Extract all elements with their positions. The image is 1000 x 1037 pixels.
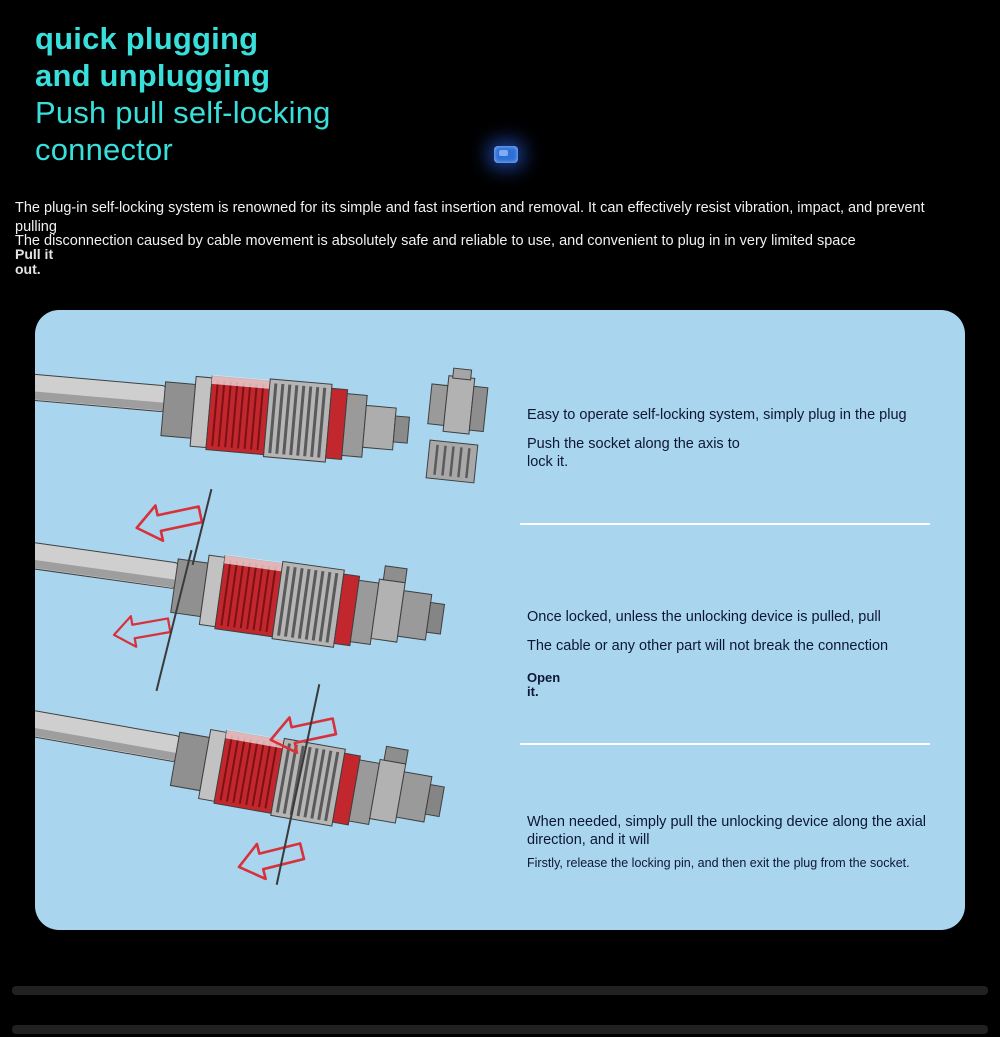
pull-arrow-icon: [263, 703, 343, 763]
page-title: quick plugging and unplugging Push pull …: [35, 20, 331, 168]
step-1-secondary: Push the socket along the axis to lock i…: [527, 436, 740, 470]
pull-arrow-icon: [231, 828, 312, 890]
pull-arrow-icon: [129, 491, 209, 551]
divider: [520, 743, 930, 745]
step-3-small: Firstly, release the locking pin, and th…: [527, 856, 910, 870]
pull-it-out-label: Pull it out.: [15, 246, 54, 277]
step-2-note: Open it.: [527, 670, 561, 699]
intro-paragraph-1: The plug-in self-locking system is renow…: [15, 199, 925, 235]
step-3-text: When needed, simply pull the unlocking d…: [527, 813, 965, 871]
title-line-4: connector: [35, 132, 173, 167]
divider: [12, 986, 988, 995]
title-line-3: Push pull self-locking: [35, 95, 331, 130]
divider: [520, 523, 930, 525]
step-2-text: Once locked, unless the unlocking device…: [527, 608, 965, 699]
divider: [12, 1025, 988, 1034]
intro-paragraph-2: The disconnection caused by cable moveme…: [15, 232, 856, 249]
step-2-primary: Once locked, unless the unlocking device…: [527, 609, 881, 625]
step-3-primary: When needed, simply pull the unlocking d…: [527, 814, 926, 848]
step-1-primary: Easy to operate self-locking system, sim…: [527, 407, 907, 423]
connector-unlocking-illustration: [35, 709, 445, 827]
illustration-panel: Easy to operate self-locking system, sim…: [35, 310, 965, 930]
connector-locked-illustration: [35, 541, 446, 648]
step-2-secondary: The cable or any other part will not bre…: [527, 638, 889, 654]
pull-arrow-icon: [108, 605, 176, 655]
title-line-2: and unplugging: [35, 58, 271, 93]
step-1-text: Easy to operate self-locking system, sim…: [527, 406, 965, 471]
connector-unplugged-illustration: [35, 367, 489, 484]
title-line-1: quick plugging: [35, 21, 259, 56]
brand-icon: [494, 146, 518, 163]
